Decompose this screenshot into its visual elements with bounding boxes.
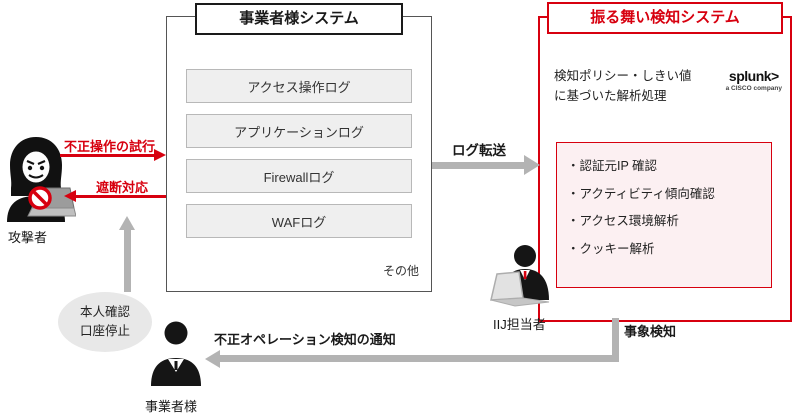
detection-policy-line2: に基づいた解析処理 <box>554 89 667 103</box>
splunk-cisco-tagline: a CISCO company <box>725 85 782 92</box>
behavior-system-title: 振る舞い検知システム <box>547 2 783 34</box>
analysis-item-access-env: ・アクセス環境解析 <box>567 214 679 228</box>
attack-attempt-arrow-head <box>154 149 166 161</box>
block-response-arrow-head <box>64 190 76 202</box>
log-transfer-arrow-line <box>432 162 524 169</box>
event-detection-label: 事象検知 <box>624 324 677 339</box>
block-response-label: 遮断対応 <box>96 180 149 195</box>
escalation-arrow-line <box>124 230 131 292</box>
operator-system-title: 事業者様システム <box>195 3 403 35</box>
detection-policy-line1: 検知ポリシー・しきい値 <box>554 69 692 83</box>
iij-staff-label: IIJ担当者 <box>493 317 546 332</box>
analysis-items-box: ・認証元IP 確認 ・アクティビティ傾向確認 ・アクセス環境解析 ・クッキー解析 <box>556 142 772 288</box>
identity-check-line2: 口座停止 <box>79 324 130 338</box>
notification-label: 不正オペレーション検知の通知 <box>214 332 396 347</box>
business-operator-label: 事業者様 <box>145 399 198 414</box>
iij-staff-icon <box>490 245 550 307</box>
detection-policy-text: 検知ポリシー・しきい値 に基づいた解析処理 <box>554 66 692 106</box>
analysis-item-activity-trend: ・アクティビティ傾向確認 <box>567 186 715 201</box>
notification-arrow-head <box>205 349 220 368</box>
splunk-wordmark: splunk> <box>728 68 779 84</box>
analysis-item-cookie: ・クッキー解析 <box>567 241 655 256</box>
splunk-logo: splunk> a CISCO company <box>726 68 782 92</box>
attacker-label: 攻撃者 <box>8 230 48 245</box>
notification-arrow-line <box>219 355 619 362</box>
attack-attempt-label: 不正操作の試行 <box>64 139 156 154</box>
attack-attempt-arrow-line <box>60 154 154 157</box>
analysis-item-source-ip: ・認証元IP 確認 <box>567 159 658 173</box>
log-transfer-arrow-head <box>524 155 540 175</box>
others-label: その他 <box>382 264 419 278</box>
event-detection-arrow-vertical <box>612 318 619 362</box>
behavior-system-box: 振る舞い検知システム 検知ポリシー・しきい値 に基づいた解析処理 splunk>… <box>538 2 792 322</box>
log-item-firewall: Firewallログ <box>186 159 412 193</box>
operator-system-box: 事業者様システム アクセス操作ログ アプリケーションログ Firewallログ … <box>166 3 432 292</box>
log-item-application: アプリケーションログ <box>186 114 412 148</box>
business-operator-icon <box>151 321 201 386</box>
block-response-arrow-line <box>76 195 166 198</box>
identity-check-ellipse: 本人確認 口座停止 <box>58 292 152 352</box>
log-item-access: アクセス操作ログ <box>186 69 412 103</box>
log-item-waf: WAFログ <box>186 204 412 238</box>
attacker-laptop-icon <box>27 186 76 217</box>
escalation-arrow-head <box>119 216 135 230</box>
identity-check-line1: 本人確認 <box>79 305 130 320</box>
log-transfer-label: ログ転送 <box>452 143 506 158</box>
